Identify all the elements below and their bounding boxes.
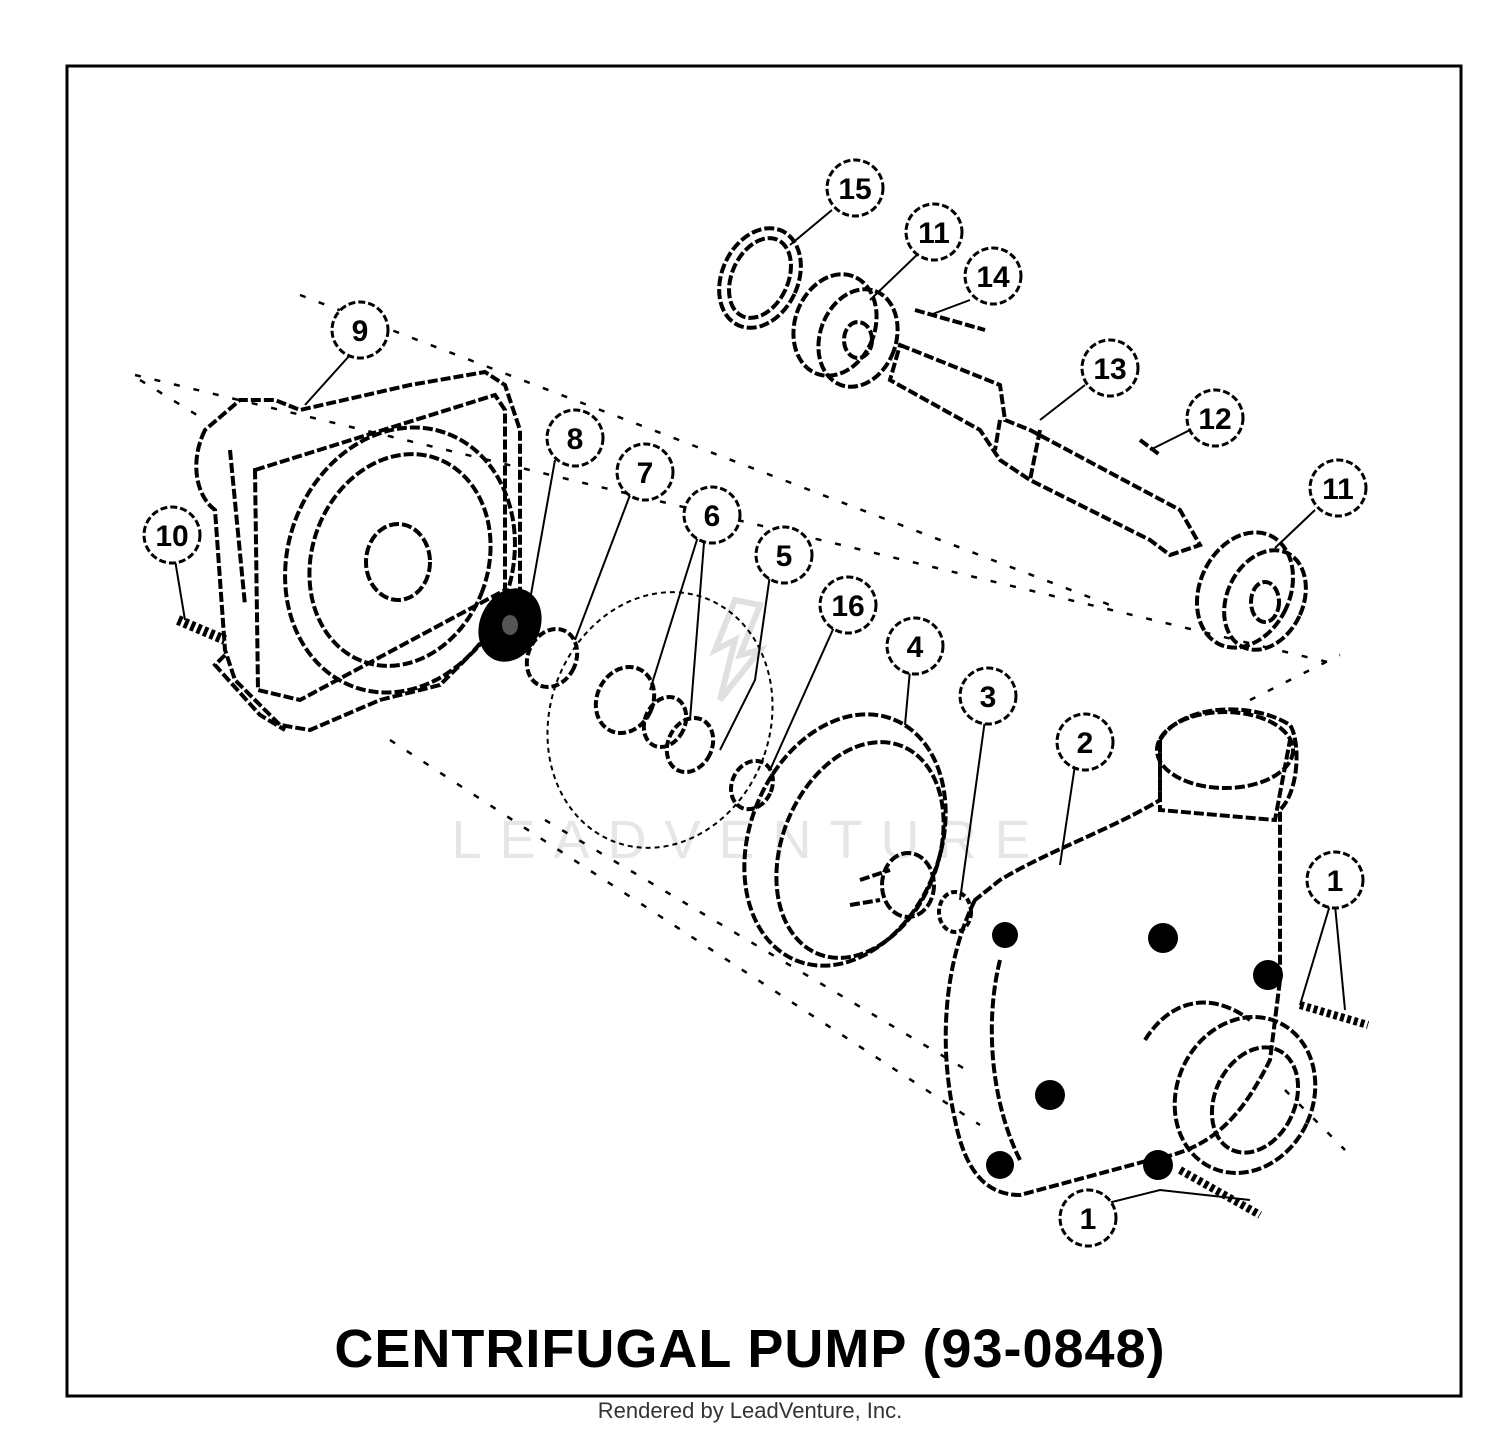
- callout-16: 16: [818, 575, 878, 635]
- callout-4: 4: [885, 616, 945, 676]
- svg-text:11: 11: [918, 217, 950, 250]
- callout-2: 2: [1055, 712, 1115, 772]
- watermark-flame-icon: [709, 596, 768, 702]
- svg-text:2: 2: [1077, 727, 1094, 760]
- svg-text:3: 3: [980, 681, 997, 714]
- callout-1-right: 1: [1305, 850, 1365, 910]
- svg-text:8: 8: [567, 423, 584, 456]
- callout-11-lower: 11: [1308, 458, 1368, 518]
- part-o-ring: [546, 591, 774, 849]
- svg-text:5: 5: [776, 540, 793, 573]
- callout-group: 15 11 14 13 12 11 9 8: [142, 158, 1368, 1248]
- callout-12: 12: [1185, 388, 1245, 448]
- svg-text:6: 6: [704, 500, 721, 533]
- part-shaft-assembly: [717, 226, 1308, 652]
- part-screws: [1178, 1001, 1370, 1219]
- svg-text:12: 12: [1198, 403, 1231, 436]
- diagram-frame: [65, 64, 1463, 1398]
- callout-13: 13: [1080, 338, 1140, 398]
- svg-text:16: 16: [831, 590, 864, 623]
- diagram-title: CENTRIFUGAL PUMP (93-0848): [334, 1319, 1166, 1379]
- svg-text:14: 14: [976, 261, 1010, 294]
- callout-9: 9: [330, 300, 390, 360]
- svg-text:11: 11: [1322, 473, 1354, 506]
- casing-bolt-heads: [986, 922, 1283, 1180]
- svg-text:1: 1: [1327, 865, 1344, 898]
- callout-1-bottom: 1: [1058, 1188, 1118, 1248]
- render-credit: Rendered by LeadVenture, Inc.: [597, 1398, 903, 1423]
- svg-text:9: 9: [352, 315, 369, 348]
- svg-text:1: 1: [1080, 1203, 1097, 1236]
- callout-6: 6: [682, 485, 742, 545]
- callout-leader-lines: [174, 209, 1346, 1206]
- callout-3: 3: [958, 666, 1018, 726]
- callout-14: 14: [963, 246, 1023, 306]
- assembly-guide-lines: [134, 293, 1346, 1151]
- watermark-text: LEADVENTURE: [451, 810, 1048, 870]
- part-impeller: [742, 712, 948, 968]
- svg-text:10: 10: [155, 520, 188, 553]
- callout-5: 5: [754, 525, 814, 585]
- part-bolt-10: [176, 615, 227, 645]
- callout-15: 15: [825, 158, 885, 218]
- part-pump-casing: [943, 707, 1318, 1198]
- svg-text:4: 4: [907, 631, 924, 664]
- svg-text:13: 13: [1093, 353, 1126, 386]
- callout-7: 7: [615, 442, 675, 502]
- part-mechanical-seal: [593, 664, 716, 775]
- part-bracket-housing: [194, 369, 522, 733]
- svg-text:15: 15: [838, 173, 871, 206]
- callout-10: 10: [142, 505, 202, 565]
- part-nut-3: [937, 890, 973, 934]
- callout-8: 8: [545, 408, 605, 468]
- callout-11-upper: 11: [904, 202, 964, 262]
- part-spacer-16: [729, 758, 775, 812]
- part-washer-7: [524, 626, 580, 690]
- svg-text:7: 7: [637, 457, 654, 490]
